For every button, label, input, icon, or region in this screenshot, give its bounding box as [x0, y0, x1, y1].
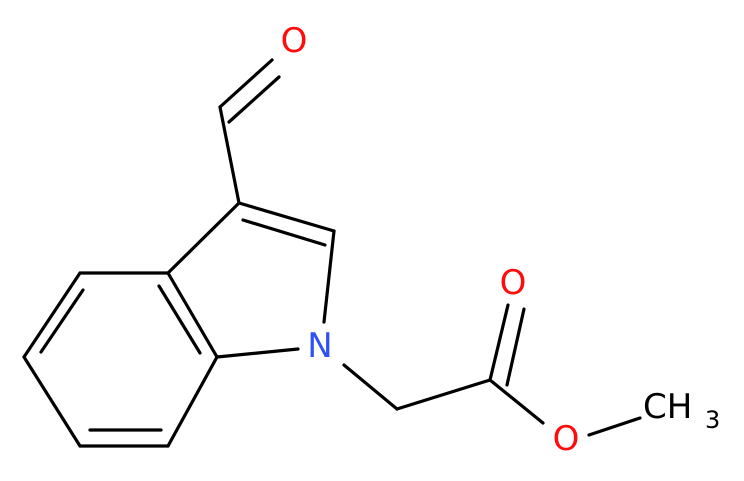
formyl-group	[218, 58, 281, 205]
bond-c3-c2	[237, 201, 336, 233]
bond-c3a-c4-inner	[157, 284, 202, 355]
bond-oester-ch3	[587, 416, 642, 437]
bond-n1-c7a	[215, 347, 300, 359]
nitrogen-label: N	[307, 326, 332, 366]
bond-c7a-c3a	[166, 355, 219, 448]
bond-co-oester	[488, 378, 545, 425]
bond-co-o	[488, 303, 510, 382]
bond-c3a-c4	[166, 271, 219, 359]
bond-c5-c6	[22, 271, 82, 359]
aldehyde-oxygen-label: O	[281, 21, 308, 61]
bond-c6-c7	[22, 355, 82, 448]
carbonyl-oxygen-label: O	[500, 263, 527, 303]
bond-c4-c3	[166, 201, 241, 275]
ester-chain	[342, 303, 642, 437]
bond-c3-cho	[218, 105, 241, 205]
ester-oxygen-label: O	[553, 419, 580, 459]
bond-co-o-double	[505, 307, 526, 387]
bond-c5-c6-inner	[39, 288, 85, 354]
methyl-subscript: 3	[705, 406, 720, 434]
methyl-label: CH	[643, 387, 692, 427]
bond-c2-n1	[322, 229, 336, 324]
pyrrole-ring	[166, 201, 336, 359]
bond-cho-o-double	[227, 75, 281, 124]
bond-c3-c2-inner	[241, 218, 327, 247]
bond-n1-ch2	[342, 363, 399, 411]
benzene-ring	[22, 271, 219, 448]
bond-cho-o	[218, 58, 274, 109]
bond-ch2-co	[395, 378, 492, 411]
